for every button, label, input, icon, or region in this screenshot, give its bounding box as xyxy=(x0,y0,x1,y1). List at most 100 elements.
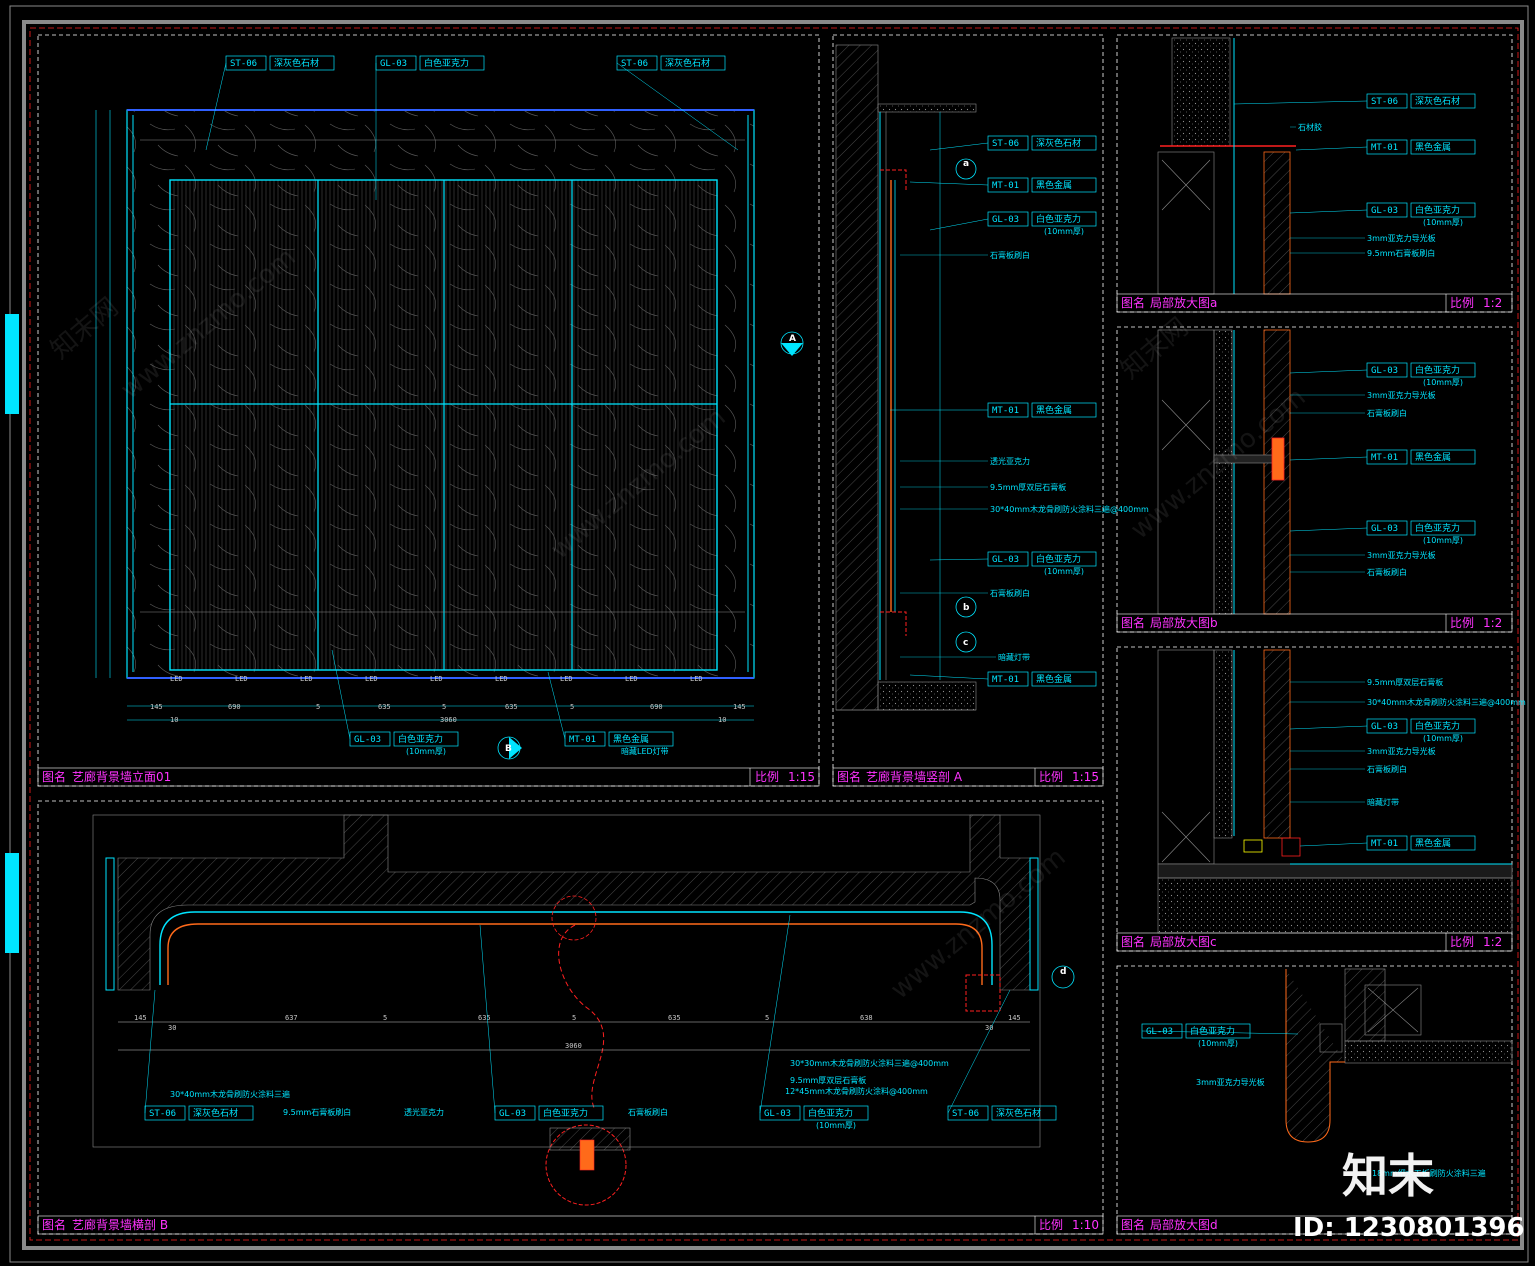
marker-a-label: a xyxy=(963,159,969,169)
material-code: GL-03 xyxy=(1146,1027,1173,1037)
led-label: LED xyxy=(170,675,183,683)
detail-b-scale-label: 比例 xyxy=(1450,616,1474,630)
material-tag: ST-06 深灰色石材 xyxy=(205,55,335,151)
material-code: ST-06 xyxy=(230,59,257,69)
material-note: (10mm厚) xyxy=(406,747,446,756)
material-code: MT-01 xyxy=(1371,143,1398,153)
detail-marker-d: d xyxy=(1051,965,1075,989)
material-code: GL-03 xyxy=(764,1109,791,1119)
dimension-label: 145 xyxy=(733,703,746,711)
material-code: ST-06 xyxy=(1371,97,1398,107)
material-tag: MT-01 黑色金属 xyxy=(909,177,1097,193)
plan-b-wall xyxy=(117,814,1031,991)
detail-marker-b: b xyxy=(955,596,977,618)
material-name: 深灰色石材 xyxy=(274,57,319,69)
material-note: (10mm厚) xyxy=(1423,378,1463,387)
plan-b-scale: 1:10 xyxy=(1072,1218,1099,1232)
detail-a-scale: 1:2 xyxy=(1483,296,1502,310)
watermark-cn-1: 知末网 xyxy=(45,292,124,365)
sheet-outer-frame xyxy=(9,5,1529,1263)
material-name: 白色亚克力 xyxy=(424,57,469,69)
section-a-scale-label: 比例 xyxy=(1039,770,1063,784)
material-code: MT-01 xyxy=(992,675,1019,685)
elevation-title-label: 图名 xyxy=(42,769,66,784)
material-name: 白色亚克力 xyxy=(543,1107,588,1119)
material-tag: GL-03 白色亚克力 xyxy=(375,55,485,200)
construction-note: 石膏板刷白 xyxy=(628,1107,668,1117)
material-tag: MT-01 黑色金属 xyxy=(890,402,1097,418)
dimension-label: 10 xyxy=(170,716,178,724)
revision-cloud-border xyxy=(29,27,1519,1241)
dimension-label: 635 xyxy=(378,703,391,711)
marker-A-label: A xyxy=(789,334,796,344)
dimension-label: 5 xyxy=(570,703,574,711)
construction-note: 9.5mm厚双层石膏板 xyxy=(990,482,1066,492)
plan-b-acrylic-line xyxy=(159,911,993,985)
material-code: GL-03 xyxy=(1371,722,1398,732)
material-name: 黑色金属 xyxy=(1036,179,1072,191)
material-code: GL-03 xyxy=(1371,524,1398,534)
material-code: MT-01 xyxy=(992,406,1019,416)
material-name: 白色亚克力 xyxy=(1415,720,1460,732)
material-name: 深灰色石材 xyxy=(193,1107,238,1119)
marker-c-label: c xyxy=(963,638,968,648)
material-name: 深灰色石材 xyxy=(996,1107,1041,1119)
detail-a-scale-label: 比例 xyxy=(1450,296,1474,310)
led-label: LED xyxy=(365,675,378,683)
material-note: 暗藏LED灯带 xyxy=(621,746,669,756)
construction-note: 12*45mm木龙骨刷防火涂料@400mm xyxy=(785,1086,928,1096)
elevation-scale: 1:15 xyxy=(788,770,815,784)
marker-b-label: b xyxy=(963,603,970,613)
material-note: (10mm厚) xyxy=(1044,227,1084,236)
elevation-frame xyxy=(37,34,820,787)
dimension-label: 638 xyxy=(860,1014,873,1022)
material-code: GL-03 xyxy=(1371,366,1398,376)
construction-note: 暗藏灯带 xyxy=(1367,797,1399,807)
material-name: 白色亚克力 xyxy=(1036,553,1081,565)
material-name: 黑色金属 xyxy=(1415,141,1451,153)
construction-note: 9.5mm厚双层石膏板 xyxy=(790,1075,866,1085)
construction-note: 18mm细木工板刷防火涂料三遍 xyxy=(1372,1168,1486,1178)
material-code: MT-01 xyxy=(992,181,1019,191)
led-label: LED xyxy=(430,675,443,683)
plan-b-scale-label: 比例 xyxy=(1039,1218,1063,1232)
construction-note: 石膏板刷白 xyxy=(1367,567,1407,577)
dimension-label: 3060 xyxy=(440,716,457,724)
dimension-label: 635 xyxy=(505,703,518,711)
detail-marker-a: a xyxy=(955,158,977,180)
material-code: GL-03 xyxy=(380,59,407,69)
elevation-title: 艺廊背景墙立面01 xyxy=(72,769,171,784)
material-code: MT-01 xyxy=(569,735,596,745)
material-name: 白色亚克力 xyxy=(1415,522,1460,534)
dimension-label: 5 xyxy=(572,1014,576,1022)
construction-note: 3mm亚克力导光板 xyxy=(1367,390,1436,400)
watermark-brand: 知末 xyxy=(1342,1149,1434,1203)
section-a-title: 艺廊背景墙竖剖 A xyxy=(866,769,963,784)
plan-b-orange-line xyxy=(167,923,983,985)
material-code: ST-06 xyxy=(621,59,648,69)
section-a-title-label: 图名 xyxy=(837,769,861,784)
elevation-scale-label: 比例 xyxy=(755,770,779,784)
material-name: 黑色金属 xyxy=(1036,404,1072,416)
detail-b-scale: 1:2 xyxy=(1483,616,1502,630)
material-code: ST-06 xyxy=(992,139,1019,149)
construction-note: 石膏板刷白 xyxy=(1367,764,1407,774)
material-code: GL-03 xyxy=(1371,206,1398,216)
watermark-id: ID: 1230801396 xyxy=(1293,1213,1525,1243)
